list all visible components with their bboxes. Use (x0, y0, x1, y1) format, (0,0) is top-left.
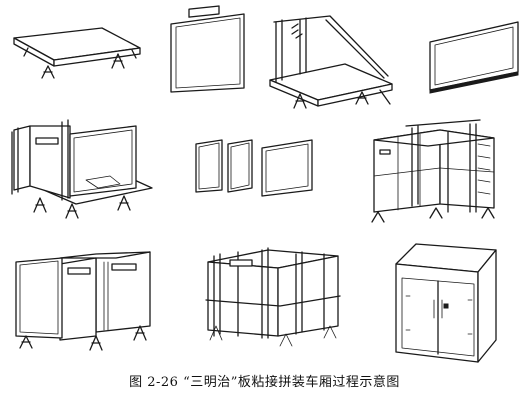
step-7-box-framed (371, 119, 495, 223)
step-10-finished-box (395, 243, 497, 363)
step-2-side-panel (170, 5, 245, 93)
figure-caption: 图 2-26 “三明治”板粘接拼装车厢过程示意图 (129, 375, 400, 390)
step-9-box-clamped (205, 247, 341, 347)
step-5-walls-raised (11, 119, 153, 219)
step-8-box-door-open (15, 251, 151, 351)
step-4-end-panel (429, 21, 519, 94)
step-1-floor-on-trestles (13, 27, 141, 79)
step-6-three-panels (195, 139, 313, 197)
step-3-floor-with-posts (269, 15, 393, 109)
